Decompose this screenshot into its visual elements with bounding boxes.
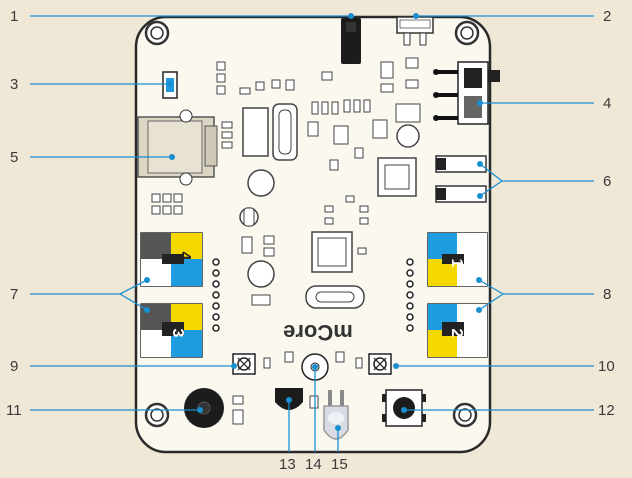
callout-3: 3 — [10, 76, 18, 93]
callout-11: 11 — [6, 402, 22, 419]
central-components — [216, 57, 421, 363]
rj25-port-4: 4 — [140, 232, 203, 287]
callout-13: 13 — [279, 456, 296, 473]
ir-transmitter — [323, 390, 349, 440]
rj25-port-2: 2 — [427, 303, 488, 358]
pin-header-block — [151, 193, 183, 215]
port-1-number: 1 — [448, 259, 465, 268]
port-4-number: 4 — [176, 252, 193, 261]
rj25-port-3: 3 — [140, 303, 203, 358]
callout-15: 15 — [331, 456, 348, 473]
rgb-led-right — [368, 353, 392, 375]
callout-6: 6 — [603, 173, 611, 190]
callout-5: 5 — [10, 149, 18, 166]
dc-jack — [137, 109, 218, 186]
line-follower-connectors — [435, 155, 487, 203]
callout-1: 1 — [10, 8, 18, 25]
callout-7: 7 — [10, 286, 18, 303]
leader-lines — [30, 15, 594, 452]
callout-9: 9 — [10, 358, 18, 375]
small-resistors — [263, 357, 363, 369]
callout-4: 4 — [603, 95, 611, 112]
callout-numbers: 1 2 3 4 5 6 7 8 9 10 11 12 13 14 15 — [6, 8, 615, 473]
board-logo: mCore — [283, 320, 353, 345]
callout-12: 12 — [598, 402, 615, 419]
rgb-led-left — [232, 353, 256, 375]
callout-8: 8 — [603, 286, 611, 303]
pin-dots — [212, 258, 414, 332]
power-connector — [396, 16, 434, 46]
rj25-port-1: 1 — [427, 232, 488, 287]
push-button — [382, 389, 426, 427]
callout-2: 2 — [603, 8, 611, 25]
port-2-number: 2 — [448, 329, 465, 338]
leader-dots — [144, 13, 483, 431]
callout-14: 14 — [305, 456, 322, 473]
usb-connector — [341, 18, 361, 64]
port-3-number: 3 — [169, 329, 186, 338]
callout-10: 10 — [598, 358, 615, 375]
